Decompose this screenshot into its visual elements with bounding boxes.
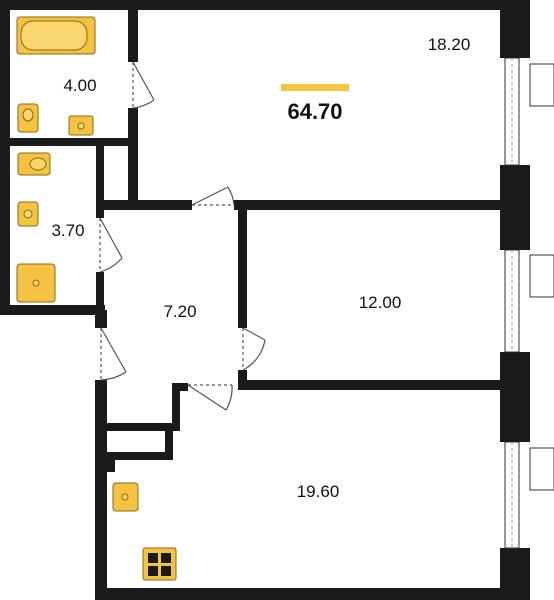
wall-step-4 — [107, 452, 172, 460]
doors — [99, 61, 266, 411]
walls — [0, 0, 530, 600]
wall-right-2 — [500, 165, 530, 250]
wall-right-1 — [500, 0, 530, 58]
window-kitchen-sash — [529, 447, 554, 491]
door-bathroom — [132, 61, 155, 109]
wall-bath-living-2 — [128, 108, 138, 208]
stove-burners — [148, 553, 171, 576]
room-area-living-room: 18.20 — [427, 35, 471, 54]
stove-icon — [142, 547, 177, 581]
wall-living-bottom-2 — [234, 200, 502, 210]
wall-bottom — [95, 588, 530, 600]
wall-under-bath — [10, 138, 138, 146]
wall-right-4 — [500, 548, 530, 600]
wall-living-bottom — [104, 200, 192, 210]
wall-left-bottom — [0, 305, 105, 315]
door-living — [191, 186, 235, 206]
wall-left-mid — [95, 310, 107, 328]
wall-toilet-right-2 — [96, 272, 104, 312]
wall-toilet-right — [96, 146, 104, 218]
door-bedroom — [242, 327, 266, 371]
room-area-bathroom: 4.00 — [63, 76, 97, 95]
door-entrance — [100, 327, 127, 381]
door-kitchen — [187, 384, 233, 411]
room-area-bedroom: 12.00 — [358, 293, 402, 312]
wall-step-2 — [172, 383, 180, 431]
room-area-toilet: 3.70 — [51, 221, 85, 240]
door-toilet — [99, 217, 123, 273]
room-area-kitchen: 19.60 — [296, 482, 340, 501]
wall-left-lower — [95, 380, 107, 600]
wall-bath-living — [128, 0, 138, 62]
wall-left-upper — [0, 0, 10, 315]
windows — [504, 57, 554, 549]
wall-hall-bed — [238, 208, 247, 328]
window-living-sash — [529, 63, 554, 107]
wall-bed-bottom — [238, 380, 502, 390]
total-area-accent-bar — [281, 84, 349, 91]
wall-step-5 — [165, 423, 173, 460]
wall-top — [0, 0, 530, 10]
total-area-label: 64.70 — [287, 99, 343, 124]
window-bedroom-sash — [529, 254, 554, 298]
room-area-hallway: 7.20 — [163, 302, 197, 321]
wall-hall-bed-2 — [238, 370, 247, 386]
wall-step-6 — [107, 452, 115, 472]
wall-step-3 — [107, 423, 180, 431]
wall-right-3 — [500, 352, 530, 442]
